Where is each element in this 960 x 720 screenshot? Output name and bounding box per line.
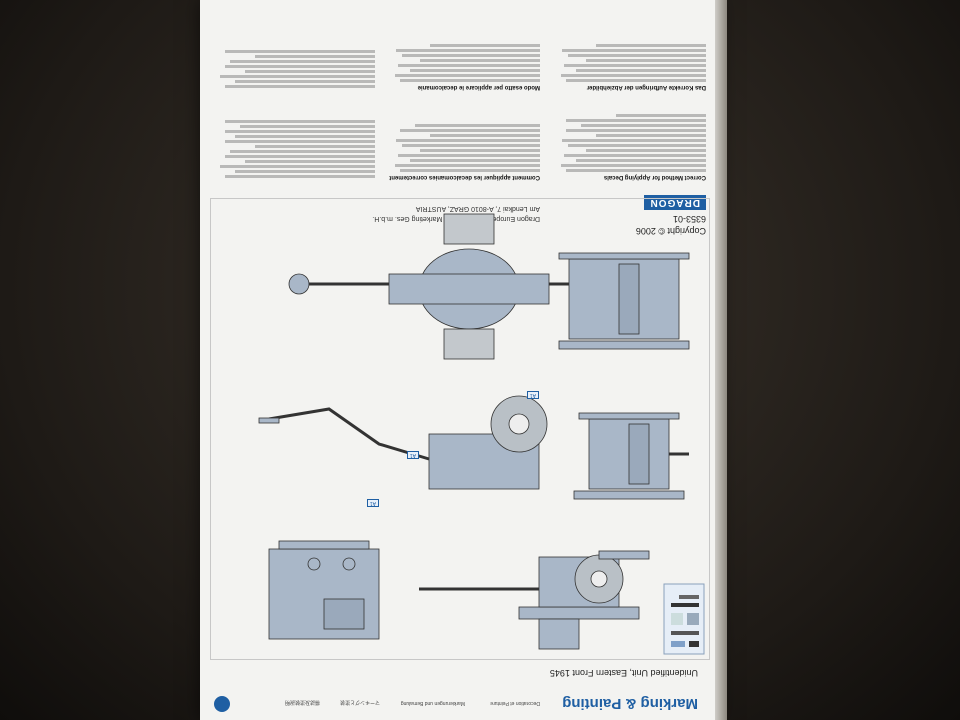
instruction-col-cn	[215, 48, 375, 90]
header-cn: 標誌及塗裝說明	[284, 699, 320, 705]
gun-drawings	[258, 213, 705, 655]
en-heading: Correct Method for Applying Decals	[603, 174, 706, 180]
instruction-col-en: Correct Method for Applying Decals	[556, 112, 706, 180]
instruction-col-it: Modo esatto per applicare le decalcomani…	[390, 42, 540, 90]
header-jp: マーキングと塗装	[340, 699, 380, 705]
front-view	[573, 412, 685, 500]
header-de: Markierungen und Bemalung	[400, 700, 465, 706]
instruction-col-de: Das Korrekte Aufbringen der Abziehbilder	[556, 42, 706, 90]
decal-sheet-preview	[663, 583, 705, 655]
instruction-col-fr: Comment appliquer les decalcomanies corr…	[389, 122, 540, 180]
instructions-area: Correct Method for Applying Decals Das K…	[200, 0, 720, 236]
header-fr: Decoration et Peinture	[490, 700, 540, 706]
callout-1: A1	[366, 499, 379, 507]
drawings-frame: A1 A1 A1	[210, 198, 710, 660]
de-heading: Das Korrekte Aufbringen der Abziehbilder	[586, 84, 706, 90]
instruction-col-jp	[215, 118, 375, 180]
sheet-header: Marking & Painting Unidentified Unit, Ea…	[200, 660, 720, 720]
top-view-main	[288, 213, 649, 360]
fr-heading: Comment appliquer les decalcomanies corr…	[389, 174, 540, 180]
decal-logo-icon	[214, 696, 230, 712]
sheet-subtitle: Unidentified Unit, Eastern Front 1945	[549, 668, 698, 678]
sheet-content-rotated: Correct Method for Applying Decals Das K…	[200, 0, 720, 720]
side-view-left-1	[419, 550, 650, 650]
instruction-sheet: Correct Method for Applying Decals Das K…	[200, 0, 720, 720]
it-heading: Modo esatto per applicare le decalcomani…	[417, 84, 540, 90]
top-view-left	[268, 540, 380, 640]
rear-view	[558, 252, 690, 350]
callout-3: A1	[406, 451, 419, 459]
callout-2: A1	[526, 391, 539, 399]
sheet-title: Marking & Painting	[562, 695, 698, 712]
sheet-shadow-edge	[715, 0, 727, 720]
